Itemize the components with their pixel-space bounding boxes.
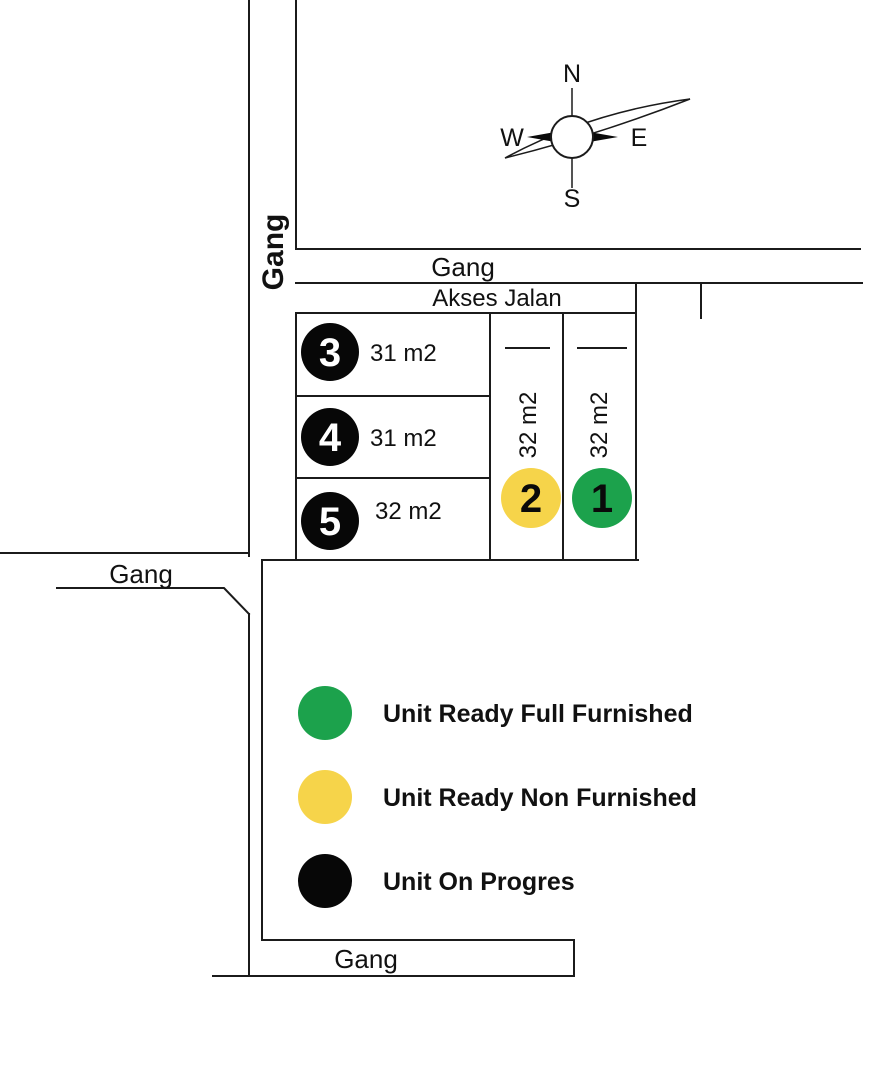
compass-hub [550, 115, 594, 159]
bottom-gang-label: Gang [334, 944, 398, 974]
plot-4-area: 31 m2 [370, 425, 437, 452]
legend-swatch-green [298, 686, 352, 740]
plot-2-area: 32 m2 [515, 392, 542, 459]
plot-1-badge [572, 468, 632, 528]
plot-3-area: 31 m2 [370, 340, 437, 367]
plot-4-badge [301, 408, 359, 466]
legend-label-on-progress: Unit On Progres [383, 868, 575, 896]
akses-jalan-label: Akses Jalan [432, 285, 561, 312]
road-lines [0, 0, 863, 977]
compass-west-label: W [500, 124, 524, 152]
plot-2: 32 m2 2 [501, 392, 561, 528]
compass-south-label: S [564, 185, 581, 213]
legend-swatch-black [298, 854, 352, 908]
plot-3: 3 31 m2 [301, 323, 437, 381]
plot-1-area: 32 m2 [586, 392, 613, 459]
legend-item-ready-full: Unit Ready Full Furnished [298, 686, 693, 740]
top-gang-label: Gang [431, 252, 495, 282]
vertical-gang-label: Gang [257, 214, 290, 291]
legend-item-ready-non: Unit Ready Non Furnished [298, 770, 697, 824]
plot-4: 4 31 m2 [301, 408, 437, 466]
plot-2-badge [501, 468, 561, 528]
legend-label-ready-non: Unit Ready Non Furnished [383, 784, 697, 812]
plot-3-number: 3 [319, 331, 341, 375]
left-road-bottom-line [56, 587, 251, 616]
plot-5-number: 5 [319, 500, 341, 544]
plot-4-number: 4 [319, 416, 342, 460]
compass-rose: N E S W [500, 60, 691, 213]
plot-5-badge [301, 492, 359, 550]
legend-item-on-progress: Unit On Progres [298, 854, 575, 908]
plot-1: 32 m2 1 [572, 392, 632, 528]
plot-3-badge [301, 323, 359, 381]
compass-east-label: E [631, 124, 648, 152]
legend-label-ready-full: Unit Ready Full Furnished [383, 700, 693, 728]
plot-5-area: 32 m2 [375, 498, 442, 525]
compass-north-label: N [563, 60, 581, 88]
compass-needle-long [504, 98, 691, 159]
left-gang-label: Gang [109, 559, 173, 589]
plot-5: 5 32 m2 [301, 492, 442, 550]
road-labels: Gang Gang Akses Jalan Gang Gang [109, 214, 562, 974]
plot-1-number: 1 [591, 477, 613, 521]
legend: Unit Ready Full Furnished Unit Ready Non… [298, 686, 697, 908]
legend-swatch-yellow [298, 770, 352, 824]
plot-2-number: 2 [520, 477, 542, 521]
